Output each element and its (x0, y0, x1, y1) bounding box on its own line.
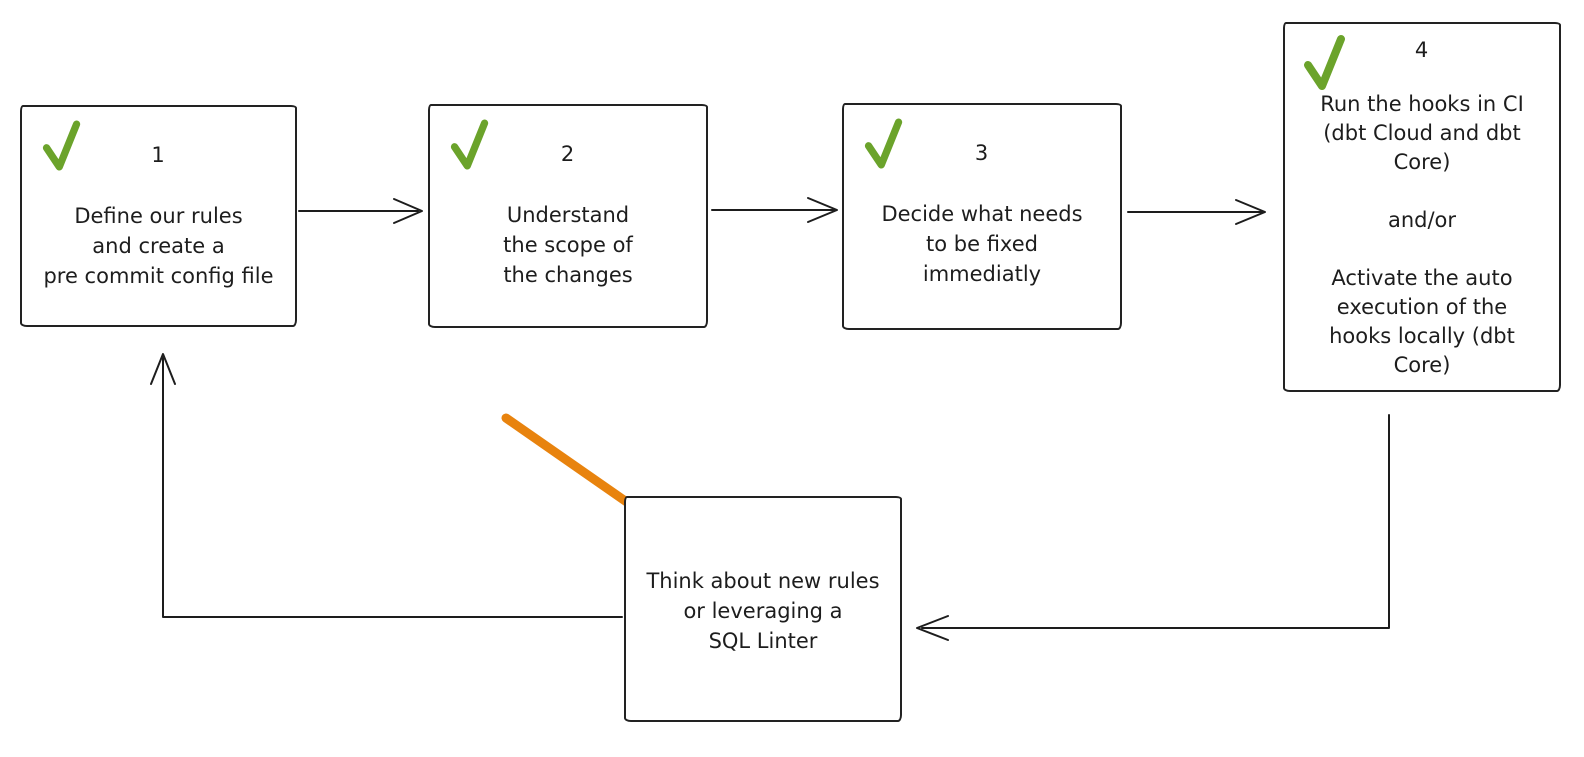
step-number: 4 (1414, 38, 1430, 62)
step-number: 3 (974, 141, 990, 165)
step-number: 2 (560, 142, 576, 166)
loop-node-text: Think about new rules or leveraging a SQ… (646, 569, 880, 653)
step-text: Run the hooks in CI (dbt Cloud and dbt C… (1320, 92, 1524, 377)
step-text: Decide what needs to be fixed immediatly (881, 202, 1083, 286)
step-text: Define our rules and create a pre commit… (43, 204, 274, 288)
step-2-node: 2 Understand the scope of the changes (428, 104, 708, 328)
check-icon (864, 118, 903, 169)
arrow-step3-to-step4-icon (1127, 199, 1266, 225)
arrow-step4-to-loop-icon (916, 414, 1390, 641)
arrow-loop-to-step1-icon (150, 353, 623, 618)
loop-node: Think about new rules or leveraging a SQ… (624, 496, 902, 722)
step-1-node: 1 Define our rules and create a pre comm… (20, 105, 297, 327)
check-icon (42, 120, 81, 171)
arrow-step2-to-step3-icon (711, 197, 838, 223)
step-number: 1 (151, 143, 166, 167)
check-icon (450, 119, 489, 170)
step-3-node: 3 Decide what needs to be fixed immediat… (842, 103, 1122, 330)
check-icon (1304, 35, 1345, 90)
step-4-node: 4 Run the hooks in CI (dbt Cloud and dbt… (1283, 22, 1561, 392)
arrow-step1-to-step2-icon (298, 198, 423, 224)
step-text: Understand the scope of the changes (503, 203, 633, 287)
